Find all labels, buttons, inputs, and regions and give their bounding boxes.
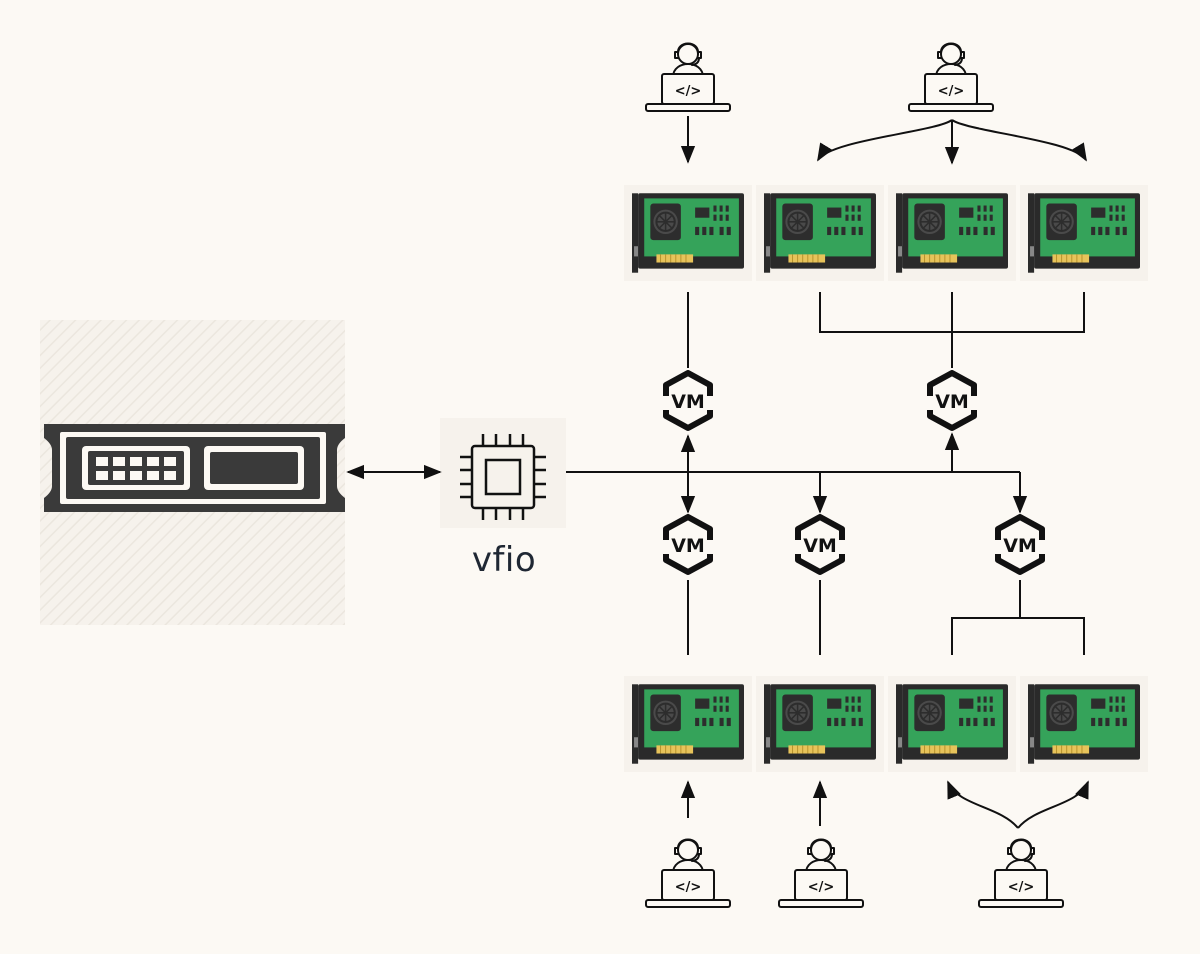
vm-badge-icon bbox=[793, 517, 847, 572]
gpu-card-icon bbox=[888, 676, 1016, 772]
developer-icon bbox=[777, 838, 865, 909]
vm-badge-icon bbox=[661, 517, 715, 572]
vm-badge-icon bbox=[661, 373, 715, 428]
vm-badge-icon bbox=[925, 373, 979, 428]
rack-server-icon bbox=[44, 424, 345, 512]
vfio-label: vfio bbox=[471, 540, 537, 580]
developer-layer bbox=[644, 42, 1065, 909]
gpu-card-icon bbox=[624, 676, 752, 772]
vm-badge-icon bbox=[993, 517, 1047, 572]
chip-icon-background bbox=[440, 418, 566, 528]
gpu-layer bbox=[624, 185, 1148, 772]
developer-icon bbox=[644, 42, 732, 113]
cpu-chip-icon bbox=[460, 434, 546, 520]
developer-icon bbox=[644, 838, 732, 909]
gpu-card-icon bbox=[1020, 676, 1148, 772]
developer-icon bbox=[977, 838, 1065, 909]
connector-lines bbox=[346, 116, 1089, 829]
gpu-card-icon bbox=[624, 185, 752, 281]
gpu-card-icon bbox=[756, 676, 884, 772]
gpu-card-icon bbox=[1020, 185, 1148, 281]
gpu-card-icon bbox=[888, 185, 1016, 281]
developer-icon bbox=[907, 42, 995, 113]
gpu-card-icon bbox=[756, 185, 884, 281]
